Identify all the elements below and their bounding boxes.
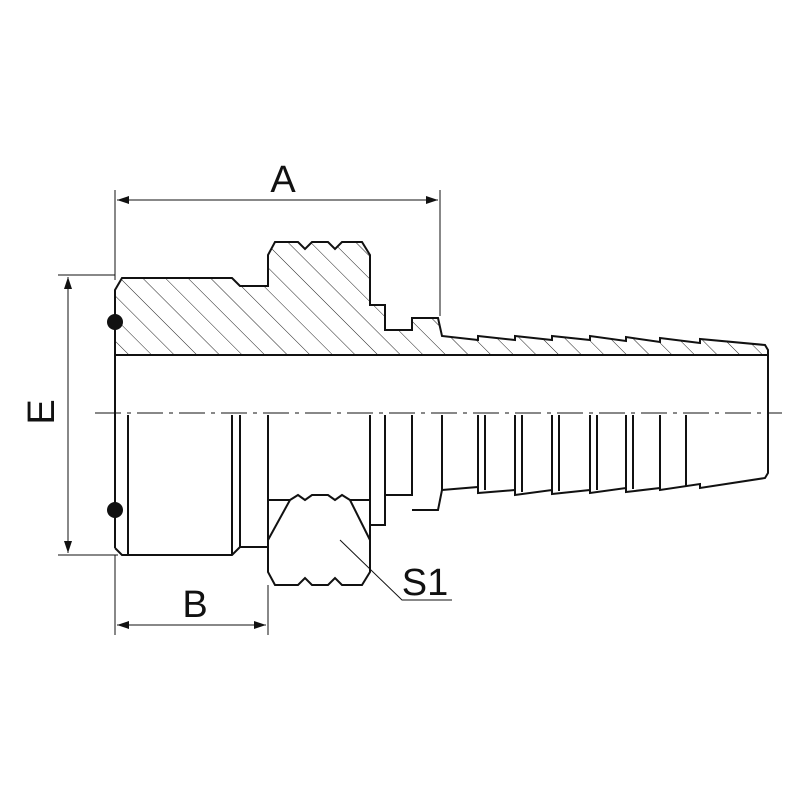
lower-half-outline bbox=[114, 355, 769, 586]
s1-label: S1 bbox=[402, 562, 448, 604]
dimension-a-label: A bbox=[270, 159, 296, 201]
section-upper-half bbox=[114, 241, 769, 356]
o-ring-upper-icon bbox=[107, 314, 123, 330]
dimension-b bbox=[114, 555, 269, 635]
dimension-b-label: B bbox=[182, 584, 207, 626]
dimension-e bbox=[58, 274, 118, 556]
s1-leader-line bbox=[339, 539, 452, 601]
dimension-e-label: E bbox=[21, 399, 63, 424]
dimension-a bbox=[114, 190, 441, 316]
o-ring-lower-icon bbox=[107, 502, 123, 518]
